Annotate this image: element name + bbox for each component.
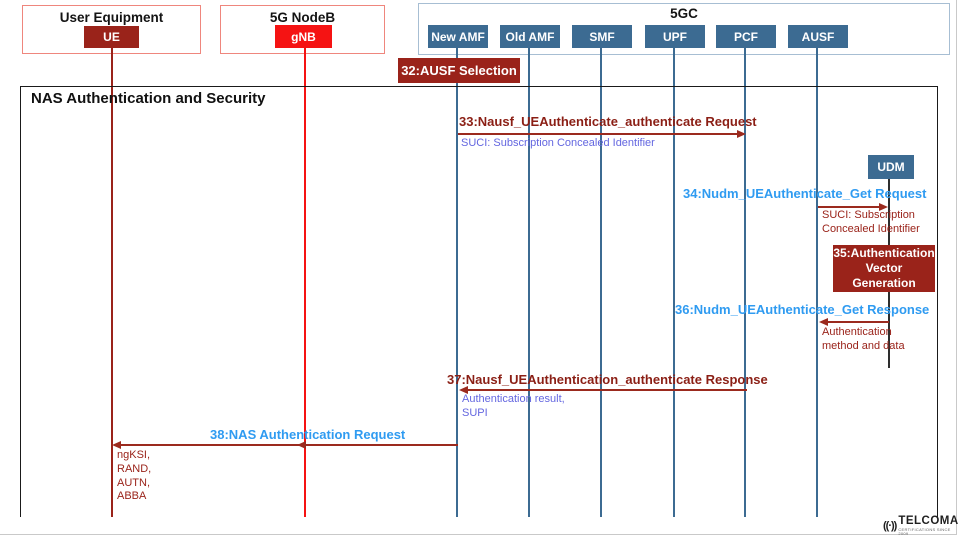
authentication-vector-generation-box: 35:Authentication Vector Generation [833,245,935,292]
antenna-waves-icon: ((·)) [883,519,897,532]
old-amf-lifeline [528,48,530,517]
upf-lifeline [673,48,675,517]
ue-lifeline [111,48,113,517]
msg-37-label: 37:Nausf_UEAuthentication_authenticate R… [447,372,768,387]
msg-34-label: 34:Nudm_UEAuthenticate_Get Request [683,186,927,201]
smf-lifeline [600,48,602,517]
action-35-line3: Generation [852,276,916,290]
msg-34-arrowhead [879,203,888,211]
ausf-selection-action-box: 32:AUSF Selection [398,58,520,83]
msg-36-label: 36:Nudm_UEAuthenticate_Get Response [675,302,930,317]
upf-node: UPF [645,25,705,48]
msg-33-label: 33:Nausf_UEAuthenticate_authenticate Req… [459,114,757,129]
new-amf-node: New AMF [428,25,488,48]
frame-title: NAS Authentication and Security [31,90,266,107]
logo-subtitle: CERTIFICATIONS SINCE 2009 [898,526,951,536]
ausf-lifeline [816,48,818,517]
pcf-node: PCF [716,25,776,48]
msg-38-arrowhead-ue [112,441,121,449]
udm-node: UDM [868,155,914,179]
msg-38-param-line1: ngKSI, [117,449,151,461]
msg-37-param-line2: SUPI [462,407,488,419]
msg-38-label: 38:NAS Authentication Request [210,427,406,442]
msg-34-param-line1: SUCI: Subscription [822,209,915,221]
msg-34-param-line2: Concealed Identifier [822,223,920,235]
msg-38-param-line4: ABBA [117,490,147,502]
user-equipment-group-title: User Equipment [59,10,164,25]
ue-node: UE [84,26,139,48]
slide-edge-bottom [0,534,957,535]
msg-34-arrow [818,206,881,208]
action-35-line2: Vector [865,261,903,275]
5gc-group-title: 5GC [670,6,698,21]
msg-36-param-line2: method and data [822,340,905,352]
5g-nodeb-group-box: 5G NodeB [220,5,385,54]
msg-38-param-line3: AUTN, [117,477,150,489]
msg-36-param-line1: Authentication [822,326,892,338]
new-amf-lifeline [456,48,458,517]
5g-nodeb-group-title: 5G NodeB [269,10,336,25]
old-amf-node: Old AMF [500,25,560,48]
telcoma-logo: ((·)) TELCOMA CERTIFICATIONS SINCE 2009 [883,515,960,536]
msg-37-param-line1: Authentication result, [462,393,565,405]
slide-edge-right [956,0,957,535]
smf-node: SMF [572,25,632,48]
msg-33-arrowhead [737,130,746,138]
logo-name: TELCOMA [898,515,959,527]
msg-33-param: SUCI: Subscription Concealed Identifier [461,137,655,149]
gnb-lifeline [304,48,306,517]
action-35-line1: 35:Authentication [833,246,935,260]
msg-36-arrow [827,321,889,323]
msg-38-arrow [119,444,458,446]
msg-37-arrow [467,389,747,391]
msg-33-arrow [458,133,739,135]
pcf-lifeline [744,48,746,517]
msg-38-param-line2: RAND, [117,463,152,475]
gnb-node: gNB [275,25,332,48]
ausf-node: AUSF [788,25,848,48]
nas-authentication-frame [20,86,938,517]
msg-38-arrowhead-gnb [297,441,306,449]
msg-37-arrowhead [459,386,468,394]
msg-36-arrowhead [819,318,828,326]
